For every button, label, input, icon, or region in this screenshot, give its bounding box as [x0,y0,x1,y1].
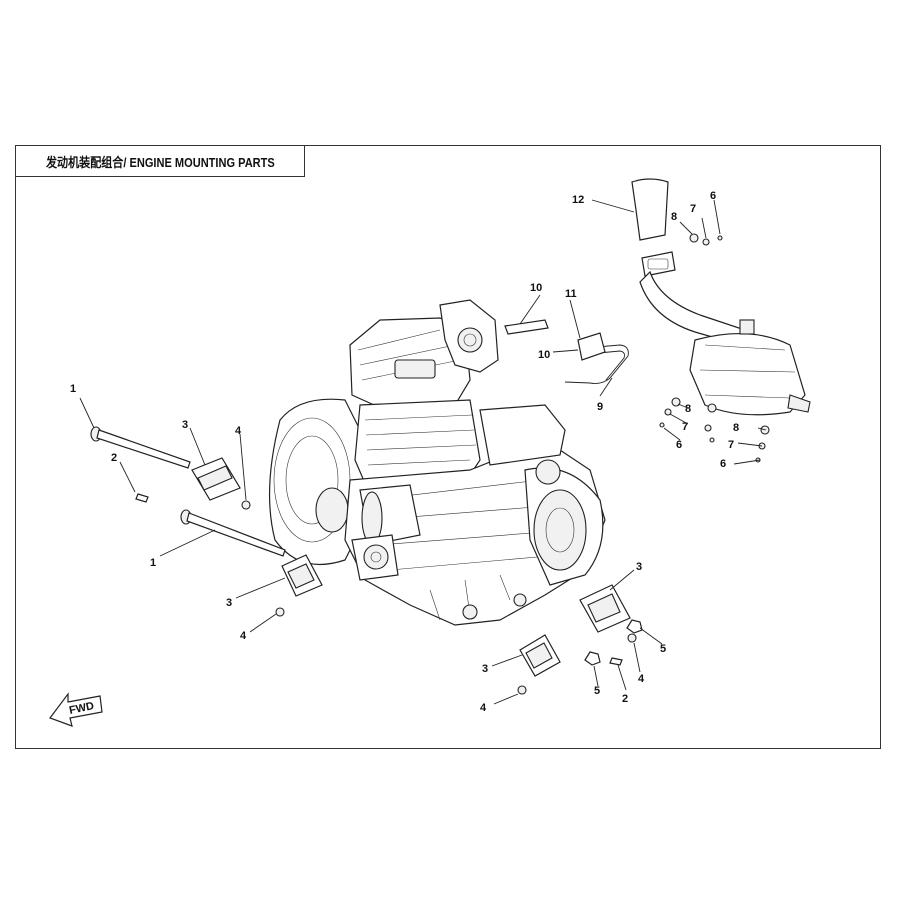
callout-5: 5 [594,685,600,697]
engine-assembly [268,299,606,626]
breather-valve [577,332,606,361]
callout-3: 3 [226,597,232,609]
exhaust-system [639,251,811,416]
callout-4: 4 [240,630,247,642]
breather-hose [564,344,629,384]
title-block: 发动机装配组合/ ENGINE MOUNTING PARTS [15,145,305,177]
callout-4: 4 [638,673,645,685]
callout-1: 1 [70,383,76,395]
engine-mount-lower-left [281,554,323,597]
callout-3: 3 [182,419,188,431]
callout-3: 3 [636,561,642,573]
callout-2: 2 [111,452,117,464]
engine-mount-upper-left [191,457,241,501]
callout-6: 6 [710,190,716,202]
callout-1: 1 [150,557,156,569]
fwd-arrow: FWD [49,692,103,727]
callout-7: 7 [728,439,734,451]
callout-3: 3 [482,663,488,675]
callout-8: 8 [685,403,691,415]
diagram-title: 发动机装配组合/ ENGINE MOUNTING PARTS [46,154,275,170]
mounting-stud-upper [90,426,191,469]
breather-tube [504,319,549,335]
engine-mount-lower-right [519,634,561,677]
callouts: 1 1 2 2 3 3 3 3 4 4 4 4 5 5 6 6 6 7 7 7 … [70,190,739,714]
callout-10: 10 [530,282,542,294]
engine-mount-right [579,584,631,633]
callout-6: 6 [720,458,726,470]
callout-5: 5 [660,643,666,655]
callout-8: 8 [671,211,677,223]
callout-10: 10 [538,349,550,361]
fasteners [135,233,770,695]
heat-shield [631,178,669,241]
callout-9: 9 [597,401,603,413]
mounting-stud-lower [180,509,286,557]
callout-12: 12 [572,194,584,206]
callout-2: 2 [622,693,628,705]
drawing-frame [15,145,881,749]
callout-4: 4 [480,702,487,714]
callout-11: 11 [565,288,577,300]
leader-lines [79,199,767,705]
fwd-label: FWD [68,700,95,717]
callout-7: 7 [682,421,688,433]
callout-4: 4 [235,425,242,437]
callout-8: 8 [733,422,739,434]
callout-6: 6 [676,439,682,451]
callout-7: 7 [690,203,696,215]
